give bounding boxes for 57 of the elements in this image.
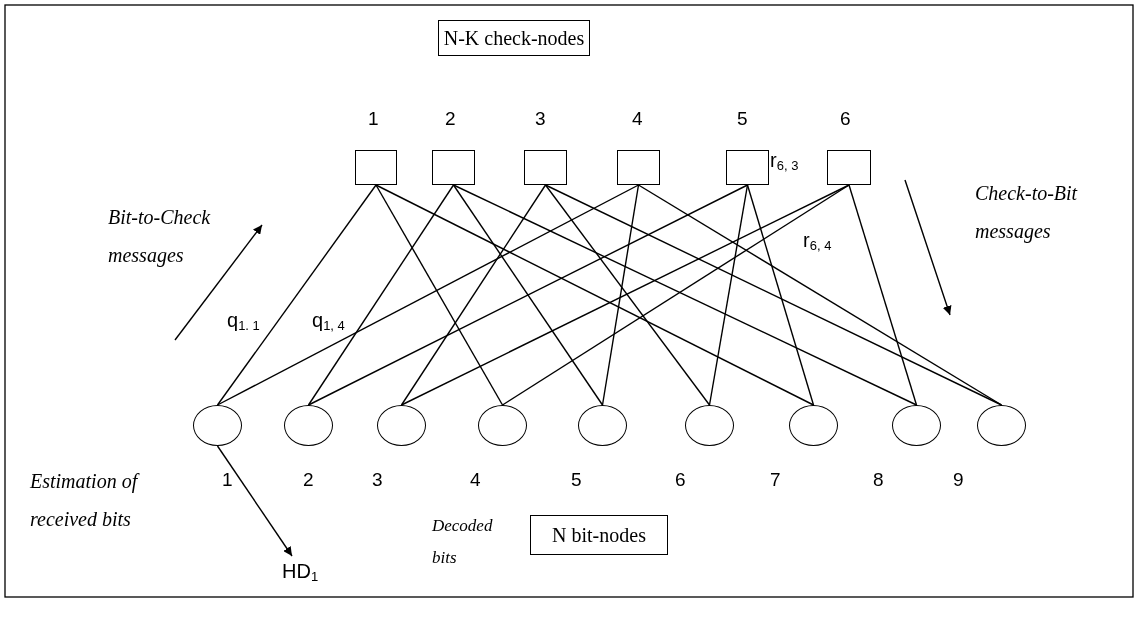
annotation-text: Decoded bits (432, 515, 494, 570)
arrow (216, 445, 293, 557)
connector-line (452, 184, 918, 406)
check-node-box (617, 150, 660, 185)
check-node-box (524, 150, 567, 185)
connector-line (708, 184, 749, 406)
connector-line (452, 184, 604, 406)
annotation-text: Bit-to-Check messages (108, 205, 212, 269)
check-node-box (432, 150, 475, 185)
connector-line (848, 184, 918, 406)
node-number: 1 (222, 470, 233, 489)
node-number: 1 (368, 109, 379, 128)
node-number: 7 (770, 470, 781, 489)
connector-line (637, 184, 1003, 406)
connector-line (501, 184, 850, 406)
connector-line (375, 184, 504, 406)
node-number: 6 (675, 470, 686, 489)
title-box: N-K check-nodes (438, 20, 590, 56)
edge-label: q$_{1. 1}$ (227, 310, 260, 333)
check-node-box (827, 150, 871, 185)
check-node-box (355, 150, 397, 185)
bit-node-circle (478, 405, 527, 446)
bit-node-circle (977, 405, 1026, 446)
edge-label: r$_{6, 3}$ (770, 150, 799, 173)
annotation-text: Check-to-Bit messages (975, 181, 1079, 245)
bit-node-circle (578, 405, 627, 446)
node-number: 5 (737, 109, 748, 128)
title-box: N bit-nodes (530, 515, 668, 555)
connector-line (307, 184, 749, 406)
node-number: 6 (840, 109, 851, 128)
connector-line (307, 184, 455, 406)
connector-line (400, 184, 547, 406)
bit-node-circle (685, 405, 734, 446)
check-node-box (726, 150, 769, 185)
bit-node-circle (789, 405, 838, 446)
connector-line (601, 184, 640, 406)
node-number: 8 (873, 470, 884, 489)
node-number: 5 (571, 470, 582, 489)
node-number: 3 (535, 109, 546, 128)
bit-node-circle (377, 405, 426, 446)
edge-label: r$_{6, 4}$ (803, 230, 832, 253)
node-number: 3 (372, 470, 383, 489)
bit-node-circle (892, 405, 941, 446)
bit-node-circle (284, 405, 333, 446)
connector-line (746, 184, 815, 406)
bit-node-circle (193, 405, 242, 446)
output-label: HD$_{1}$ (282, 556, 326, 586)
edge-label: q$_{1, 4}$ (312, 310, 345, 333)
annotation-text: Estimation of received bits (30, 469, 141, 532)
node-number: 9 (953, 470, 964, 489)
node-number: 4 (632, 109, 643, 128)
node-number: 2 (445, 109, 456, 128)
node-number: 2 (303, 470, 314, 489)
connector-line (216, 184, 377, 406)
connector-line (544, 184, 711, 406)
connector-line (216, 184, 640, 406)
node-number: 4 (470, 470, 481, 489)
